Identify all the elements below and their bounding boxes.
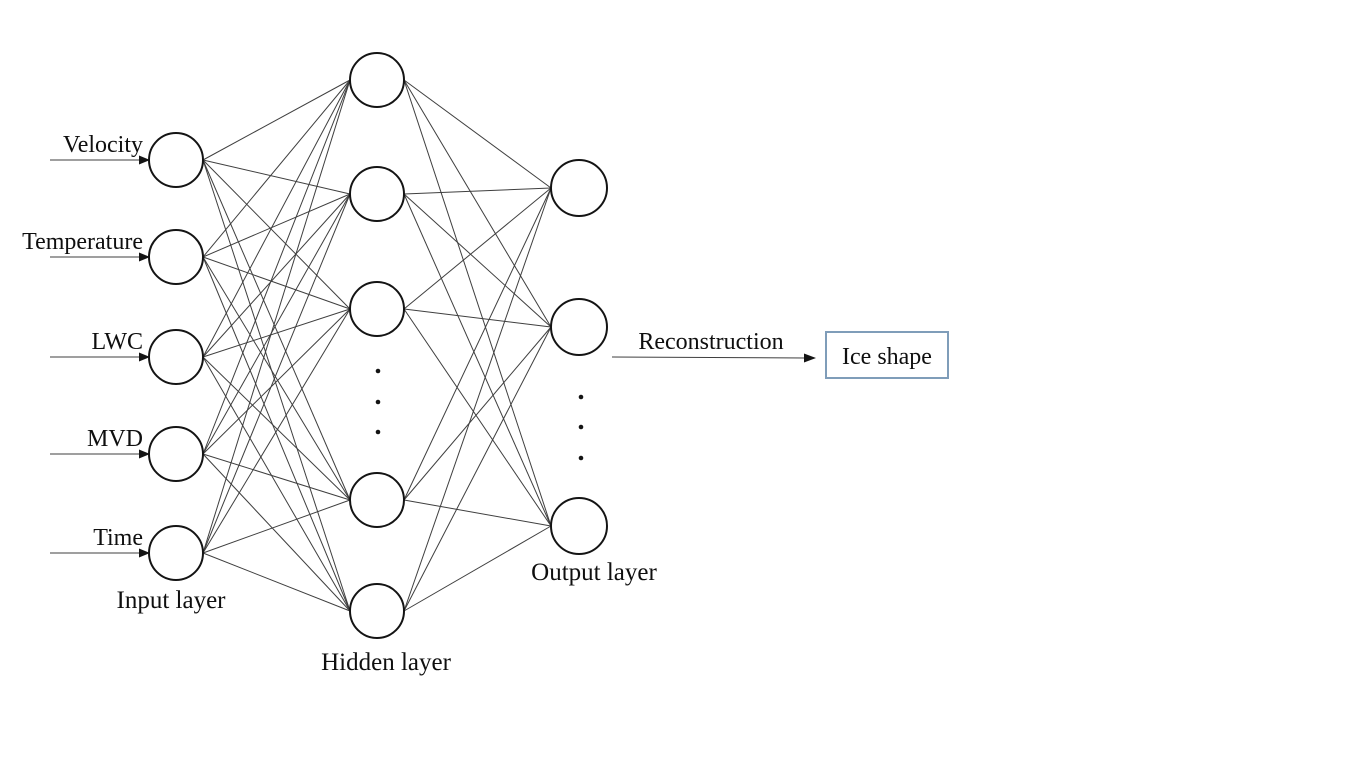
hidden-node bbox=[349, 166, 405, 222]
hidden-layer-label: Hidden layer bbox=[321, 649, 451, 676]
edge-input-hidden bbox=[202, 193, 351, 554]
reconstruction-label: Reconstruction bbox=[638, 329, 783, 355]
input-label-velocity: Velocity bbox=[63, 132, 143, 158]
hidden-node bbox=[349, 52, 405, 108]
edge-hidden-output bbox=[403, 187, 552, 310]
edge-input-hidden bbox=[202, 79, 351, 258]
ellipsis-dot bbox=[375, 368, 381, 374]
input-arrowhead bbox=[139, 252, 150, 262]
input-node bbox=[148, 229, 204, 285]
ellipsis-dot bbox=[578, 394, 584, 400]
edge-hidden-output bbox=[403, 187, 552, 195]
input-arrowhead bbox=[139, 548, 150, 558]
input-node bbox=[148, 525, 204, 581]
input-layer-label: Input layer bbox=[117, 587, 227, 614]
input-arrowhead bbox=[139, 155, 150, 165]
edge-input-hidden bbox=[202, 159, 351, 612]
edge-input-hidden bbox=[202, 453, 351, 501]
reconstruction-arrowhead bbox=[804, 353, 816, 363]
edge-input-hidden bbox=[202, 159, 351, 310]
input-label-temperature: Temperature bbox=[22, 229, 143, 255]
diagram-labels: Velocity Temperature LWC MVD Time Input … bbox=[22, 132, 949, 676]
reconstruction-arrow-line bbox=[611, 356, 807, 359]
ellipsis-dot bbox=[375, 429, 381, 435]
edge-input-hidden bbox=[202, 256, 351, 501]
ice-shape-label: Ice shape bbox=[842, 344, 932, 370]
edge-input-hidden bbox=[202, 308, 351, 554]
ellipsis-dot bbox=[578, 424, 584, 430]
input-label-time: Time bbox=[93, 525, 143, 551]
hidden-node bbox=[349, 281, 405, 337]
input-label-lwc: LWC bbox=[91, 329, 143, 355]
ellipsis-dot bbox=[578, 455, 584, 461]
edge-hidden-output bbox=[403, 308, 552, 527]
edge-input-hidden bbox=[202, 453, 351, 612]
edge-input-hidden bbox=[202, 256, 351, 310]
edge-hidden-output bbox=[403, 79, 552, 527]
diagram-shapes bbox=[50, 52, 816, 639]
hidden-node bbox=[349, 472, 405, 528]
edge-input-hidden bbox=[202, 308, 351, 455]
input-node bbox=[148, 132, 204, 188]
edge-input-hidden bbox=[202, 193, 351, 258]
edge-hidden-output bbox=[403, 525, 552, 612]
edge-input-hidden bbox=[202, 499, 351, 554]
edge-hidden-output bbox=[403, 326, 552, 612]
edge-hidden-output bbox=[403, 187, 552, 612]
edge-input-hidden bbox=[202, 356, 351, 501]
edge-input-hidden bbox=[202, 308, 351, 358]
edge-hidden-output bbox=[403, 308, 552, 328]
edge-input-hidden bbox=[202, 193, 351, 455]
edge-input-hidden bbox=[202, 79, 351, 358]
edge-hidden-output bbox=[403, 79, 552, 189]
input-arrowhead bbox=[139, 449, 150, 459]
edge-hidden-output bbox=[403, 499, 552, 527]
edge-input-hidden bbox=[202, 79, 351, 161]
edge-input-hidden bbox=[202, 193, 351, 358]
output-node bbox=[550, 497, 608, 555]
edge-input-hidden bbox=[202, 552, 351, 612]
output-node bbox=[550, 159, 608, 217]
edge-input-hidden bbox=[202, 79, 351, 455]
input-node bbox=[148, 329, 204, 385]
output-layer-label: Output layer bbox=[531, 559, 657, 586]
input-node bbox=[148, 426, 204, 482]
edge-hidden-output bbox=[403, 187, 552, 501]
edge-hidden-output bbox=[403, 193, 552, 527]
edge-hidden-output bbox=[403, 326, 552, 501]
edge-hidden-output bbox=[403, 79, 552, 328]
input-arrowhead bbox=[139, 352, 150, 362]
hidden-node bbox=[349, 583, 405, 639]
edge-hidden-output bbox=[403, 193, 552, 328]
edge-input-hidden bbox=[202, 159, 351, 195]
edge-input-hidden bbox=[202, 79, 351, 554]
edge-input-hidden bbox=[202, 256, 351, 612]
ellipsis-dot bbox=[375, 399, 381, 405]
edge-input-hidden bbox=[202, 159, 351, 501]
edge-input-hidden bbox=[202, 356, 351, 612]
ice-shape-box bbox=[825, 331, 949, 379]
input-label-mvd: MVD bbox=[87, 426, 143, 452]
output-node bbox=[550, 298, 608, 356]
